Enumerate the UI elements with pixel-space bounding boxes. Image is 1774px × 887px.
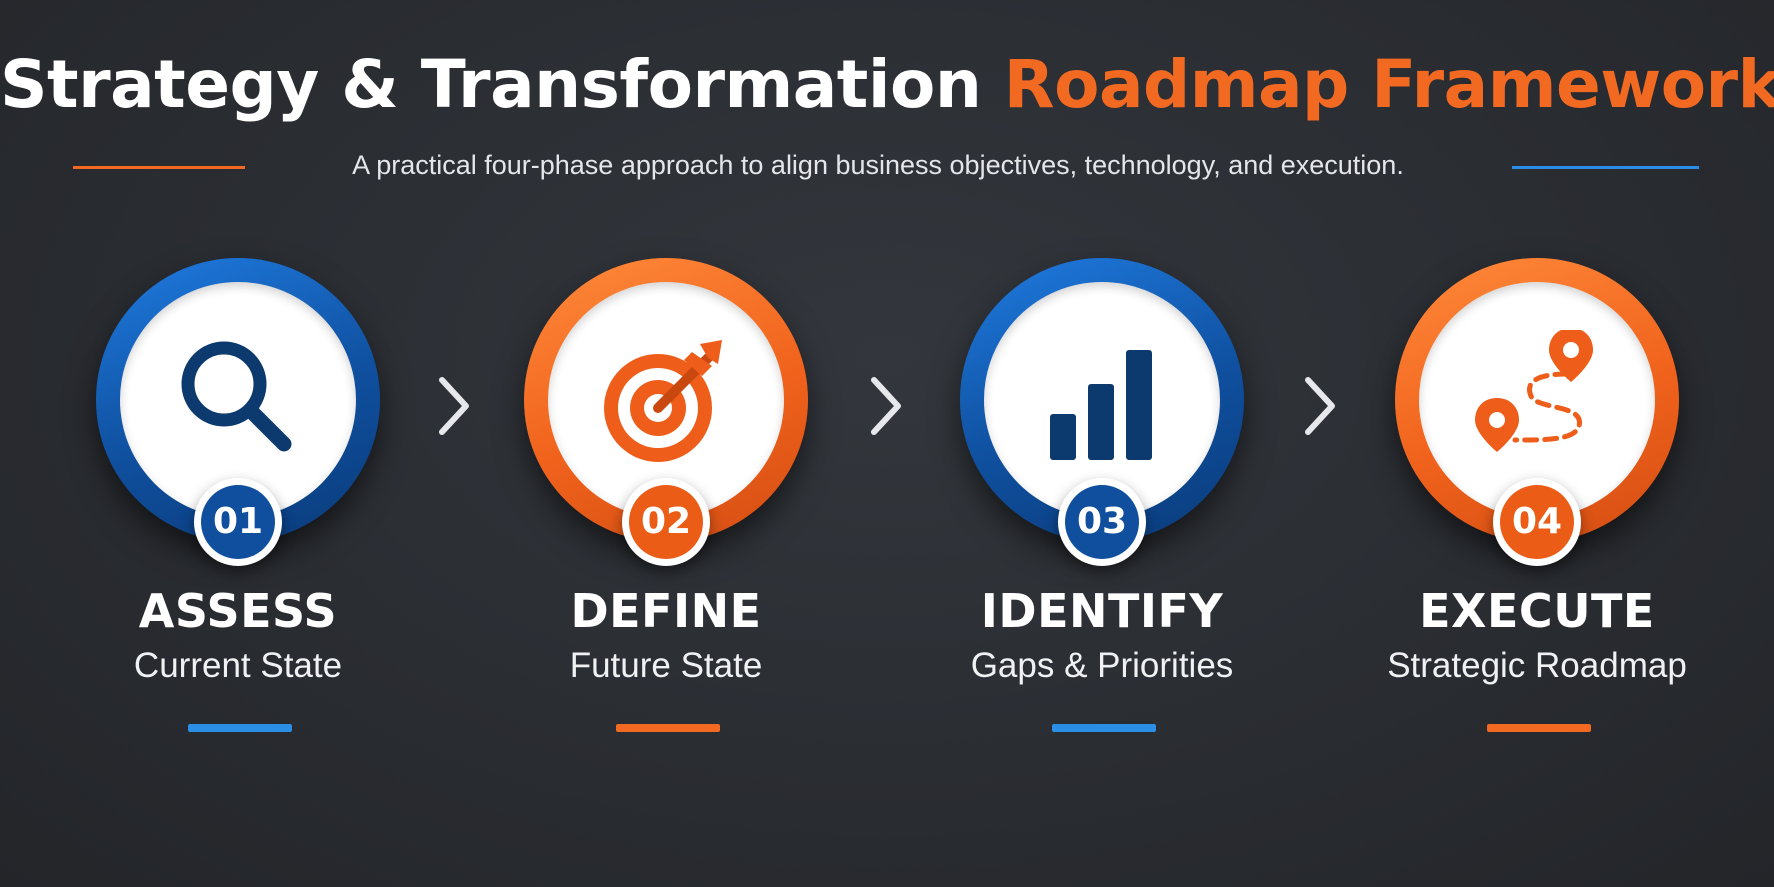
phase-number: 02 <box>629 485 703 559</box>
phase-underline <box>188 724 292 732</box>
subtitle-rule-left <box>73 166 245 169</box>
phase-description: Current State <box>133 646 343 685</box>
phase-number-badge: 02 <box>622 478 710 566</box>
subtitle: A practical four-phase approach to align… <box>352 150 1404 180</box>
phase-underline <box>1487 724 1591 732</box>
phase-number: 01 <box>201 485 275 559</box>
phase-underline <box>1052 724 1156 732</box>
phase-execute: 04 EXECUTE Strategic Roadmap <box>1387 256 1687 736</box>
magnifier-icon <box>181 341 292 452</box>
phase-number: 03 <box>1065 485 1139 559</box>
phase-ring <box>96 258 380 542</box>
phase-number-badge: 01 <box>194 478 282 566</box>
chevron-right-icon <box>1305 377 1335 435</box>
phase-define: 02 DEFINE Future State <box>516 256 816 736</box>
phase-description: Future State <box>569 646 763 685</box>
phase-number-badge: 04 <box>1493 478 1581 566</box>
page-title: Strategy & Transformation Roadmap Framew… <box>0 46 1774 123</box>
phase-description: Gaps & Priorities <box>970 646 1234 685</box>
title-accent: Roadmap Framework <box>1003 46 1774 123</box>
phase-identify: 03 IDENTIFY Gaps & Priorities <box>952 256 1252 736</box>
phase-name: DEFINE <box>570 584 762 638</box>
route-map-icon <box>1475 330 1593 452</box>
chevron-right-icon <box>439 377 469 435</box>
phase-name: EXECUTE <box>1419 584 1655 638</box>
phase-description: Strategic Roadmap <box>1387 646 1687 685</box>
bar-chart-icon <box>1050 350 1152 460</box>
chevron-right-icon <box>871 377 901 435</box>
phase-name: IDENTIFY <box>980 584 1224 638</box>
phase-number-badge: 03 <box>1058 478 1146 566</box>
subtitle-rule-right <box>1512 166 1699 169</box>
subtitle-row: A practical four-phase approach to align… <box>0 148 1774 188</box>
target-icon <box>604 340 722 462</box>
phase-underline <box>616 724 720 732</box>
phase-number: 04 <box>1500 485 1574 559</box>
phase-assess: 01 ASSESS Current State <box>88 256 388 736</box>
title-main: Strategy & Transformation <box>0 46 1004 123</box>
phase-name: ASSESS <box>138 584 338 638</box>
